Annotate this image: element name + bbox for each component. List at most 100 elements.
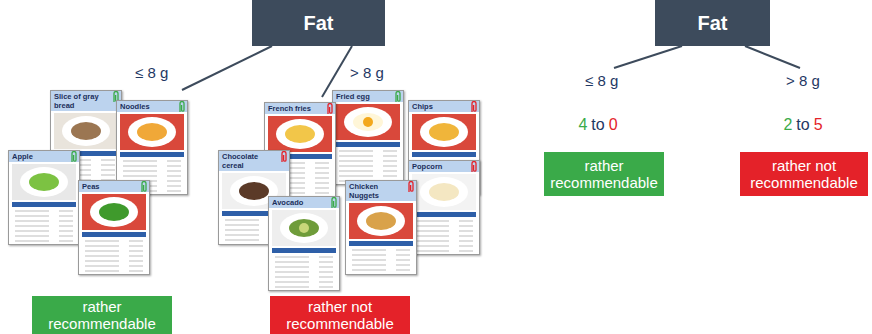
food-card-art	[79, 192, 149, 274]
table-row	[383, 171, 397, 172]
table-row	[459, 241, 473, 242]
table-row	[459, 221, 473, 222]
score-range: 4to0	[548, 116, 648, 134]
threshold-label: > 8 g	[350, 64, 384, 81]
table-row	[275, 257, 309, 258]
food-card-art	[269, 208, 339, 290]
table-row	[167, 171, 181, 172]
table-row	[275, 267, 309, 268]
food-photo	[272, 210, 336, 246]
paper-clip-wire	[409, 182, 413, 193]
table-row	[129, 251, 143, 252]
table-row	[319, 262, 333, 263]
table-row	[319, 272, 333, 273]
plate	[344, 107, 392, 137]
table-row	[225, 235, 259, 236]
table-row	[339, 156, 373, 157]
card-title: Chicken Nuggets	[346, 181, 416, 201]
table-row	[101, 170, 115, 171]
box-text: Fat	[661, 12, 764, 35]
food-shape	[99, 203, 129, 221]
table-row	[85, 261, 119, 262]
box-text: rather recommendable	[550, 157, 658, 192]
table-row	[319, 257, 333, 258]
paper-clip	[70, 151, 78, 163]
not-recommendable-box: rather not recommendable	[740, 152, 868, 196]
card-title: Apple	[9, 151, 79, 162]
table-row	[101, 160, 115, 161]
nutrition-band	[272, 248, 336, 253]
table-row	[319, 282, 333, 283]
table-row	[315, 178, 329, 179]
table-row	[225, 230, 259, 231]
paper-clip-wire	[180, 102, 184, 113]
score-number: to	[796, 116, 809, 134]
table-row	[275, 272, 309, 273]
criterion-box: Fat	[252, 0, 385, 46]
table-row	[315, 163, 329, 164]
table-row	[129, 241, 143, 242]
table-row	[85, 266, 119, 267]
food-shape	[29, 173, 59, 191]
food-photo	[349, 203, 413, 239]
plate	[20, 167, 68, 197]
paper-clip-wire	[72, 152, 76, 163]
table-row	[225, 240, 259, 241]
table-row	[101, 165, 115, 166]
table-row	[59, 226, 73, 227]
table-row	[85, 251, 119, 252]
plate	[420, 117, 468, 147]
table-row	[225, 225, 259, 226]
table-row	[275, 282, 309, 283]
card-title: Popcorn	[409, 161, 479, 172]
criterion-box: Fat	[655, 0, 770, 46]
table-row	[129, 256, 143, 257]
table-row	[15, 211, 49, 212]
table-row	[101, 175, 115, 176]
plate	[62, 116, 110, 146]
food-photo	[82, 194, 146, 230]
table-row	[459, 251, 473, 252]
table-row	[415, 221, 449, 222]
table-row	[15, 241, 49, 242]
table-row	[129, 271, 143, 272]
plate	[90, 197, 138, 227]
paper-clip	[330, 197, 338, 209]
paper-clip	[470, 161, 478, 173]
table-row	[59, 231, 73, 232]
table-row	[383, 156, 397, 157]
table-row	[339, 161, 373, 162]
food-shape	[429, 183, 459, 201]
table-row	[352, 270, 386, 271]
table-row	[352, 255, 386, 256]
food-photo	[268, 116, 332, 152]
table-row	[459, 246, 473, 247]
table-row	[383, 151, 397, 152]
table-row	[396, 265, 410, 266]
table-row	[315, 193, 329, 194]
paper-clip	[326, 103, 334, 115]
food-shape	[289, 219, 319, 237]
table-row	[167, 191, 181, 192]
table-row	[225, 220, 259, 221]
branch-line	[614, 46, 682, 68]
food-card: Chicken Nuggets	[345, 180, 417, 275]
food-shape	[353, 113, 383, 131]
table-row	[396, 255, 410, 256]
table-row	[459, 231, 473, 232]
table-row	[319, 277, 333, 278]
card-title: Peas	[79, 181, 149, 192]
threshold-label: > 8 g	[786, 72, 820, 89]
food-shape	[71, 122, 101, 140]
plate	[357, 206, 405, 236]
table-row	[15, 216, 49, 217]
recommendable-box: rather recommendable	[544, 152, 664, 196]
recommendable-box: rather recommendable	[32, 296, 172, 334]
food-photo	[412, 114, 476, 150]
table-row	[123, 171, 157, 172]
box-text: rather not recommendable	[276, 298, 404, 333]
food-shape	[429, 123, 459, 141]
food-card-art	[346, 201, 416, 274]
not-recommendable-box: rather not recommendable	[270, 296, 410, 334]
